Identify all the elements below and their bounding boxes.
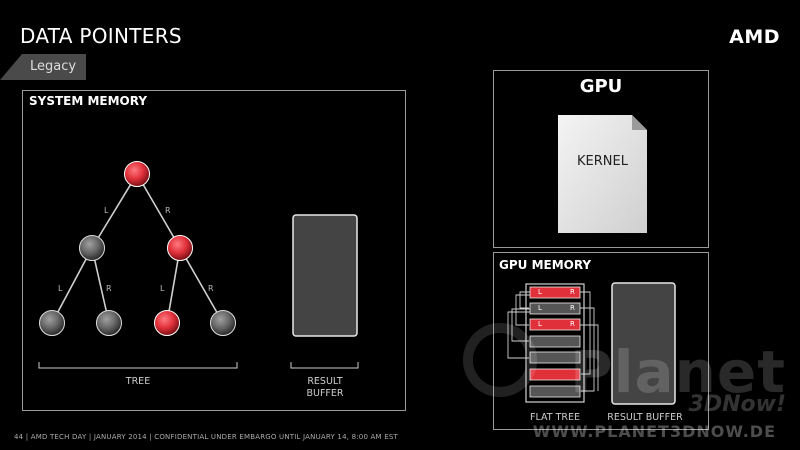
gpu-result-buffer-box: [611, 282, 676, 405]
edge-label-r: R: [106, 284, 112, 293]
result-bracket: [290, 362, 359, 369]
kernel-label: KERNEL: [577, 154, 628, 169]
cell-label-r: R: [570, 320, 575, 328]
gpu-memory-label: GPU MEMORY: [499, 258, 592, 272]
page-title: DATA POINTERS: [20, 24, 182, 48]
tree-bracket: [38, 362, 238, 369]
cell-label-r: R: [570, 304, 575, 312]
flat-tree-label: FLAT TREE: [530, 412, 580, 423]
watermark-3dnow: 3DNow!: [688, 392, 786, 417]
gpu-result-buffer-label: RESULT BUFFER: [607, 412, 683, 423]
watermark-planet: Planet: [570, 338, 786, 406]
result-buffer-label-2: BUFFER: [306, 388, 344, 399]
system-memory-label: SYSTEM MEMORY: [29, 94, 148, 108]
tree-edges: [51, 173, 224, 324]
gpu-memory-panel: [493, 252, 709, 430]
edge-a-left: [51, 247, 93, 324]
watermark-url: WWW.PLANET3DNOW.DE: [532, 422, 776, 441]
system-memory-panel: [22, 90, 406, 411]
result-buffer-box: [292, 214, 358, 337]
edge-label-r: R: [208, 284, 214, 293]
cell-label-l: L: [538, 320, 542, 328]
cell-label-r: R: [570, 288, 575, 296]
edge-root-right: [136, 173, 181, 249]
footer: 44 | AMD TECH DAY | JANUARY 2014 | CONFI…: [14, 433, 398, 441]
edge-b-right: [179, 247, 224, 324]
edge-root-left: [91, 173, 138, 249]
tree-node-right: [167, 235, 193, 261]
tree-node-leaf-2: [96, 310, 122, 336]
tree-node-leaf-4: [210, 310, 236, 336]
tree-node-root: [124, 161, 150, 187]
result-buffer-label-1: RESULT: [307, 376, 343, 387]
edge-label-l: L: [58, 284, 63, 293]
edge-label-l: L: [160, 284, 165, 293]
kernel-document-fold: [632, 115, 647, 130]
gpu-label: GPU: [579, 76, 623, 97]
kernel-document: [558, 115, 647, 233]
tree-node-leaf-3: [154, 310, 180, 336]
edge-label-r: R: [165, 206, 171, 215]
tree-node-leaf-1: [39, 310, 65, 336]
flat-tree-pointers: [507, 291, 599, 392]
tree-label: TREE: [125, 376, 151, 387]
edge-label-l: L: [104, 206, 109, 215]
gpu-panel: [493, 70, 709, 248]
flat-tree-cells: [529, 286, 581, 398]
amd-logo: AMD: [729, 26, 780, 48]
subtitle-label: Legacy: [30, 59, 77, 74]
cell-label-l: L: [538, 304, 542, 312]
cell-label-l: L: [538, 288, 542, 296]
flat-tree-box: [525, 283, 585, 403]
tree-node-left: [79, 235, 105, 261]
watermark-logo: [463, 323, 537, 397]
